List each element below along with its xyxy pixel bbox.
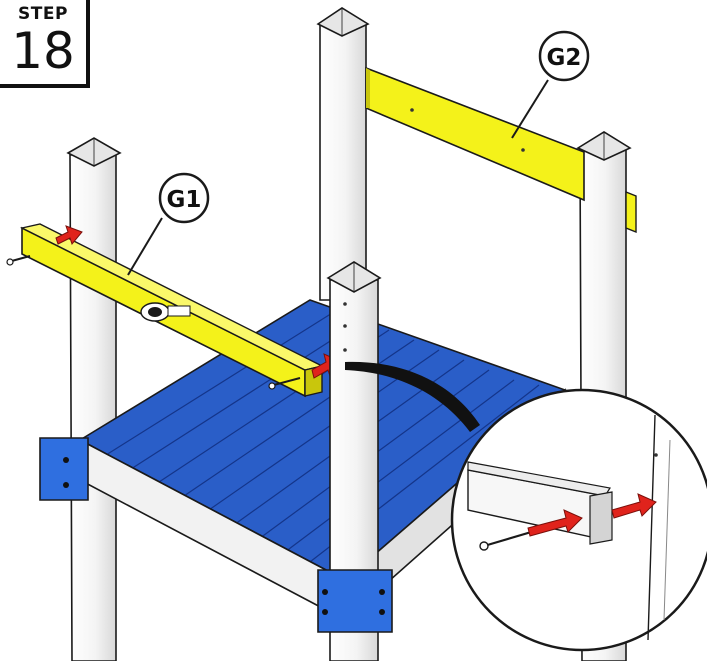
post-back-left (66, 137, 122, 661)
step-number: 18 (11, 22, 75, 80)
label-g2-text: G2 (547, 45, 582, 71)
detail-connector (345, 361, 480, 432)
label-g1: G1 (127, 172, 210, 276)
step-indicator: STEP 18 (0, 0, 90, 88)
brand-logo-icon (140, 302, 191, 322)
label-g2: G2 (511, 30, 590, 139)
bracket-front-left (39, 437, 89, 501)
post-back-center (316, 7, 370, 301)
beam-g2 (365, 66, 637, 234)
step-label: STEP (18, 4, 68, 24)
detail-callout (450, 388, 707, 652)
post-front-center (326, 261, 382, 661)
bolt-icon (6, 255, 301, 390)
label-g1-text: G1 (167, 187, 202, 213)
bracket-front-center (317, 569, 393, 633)
beam-g1 (19, 223, 325, 398)
